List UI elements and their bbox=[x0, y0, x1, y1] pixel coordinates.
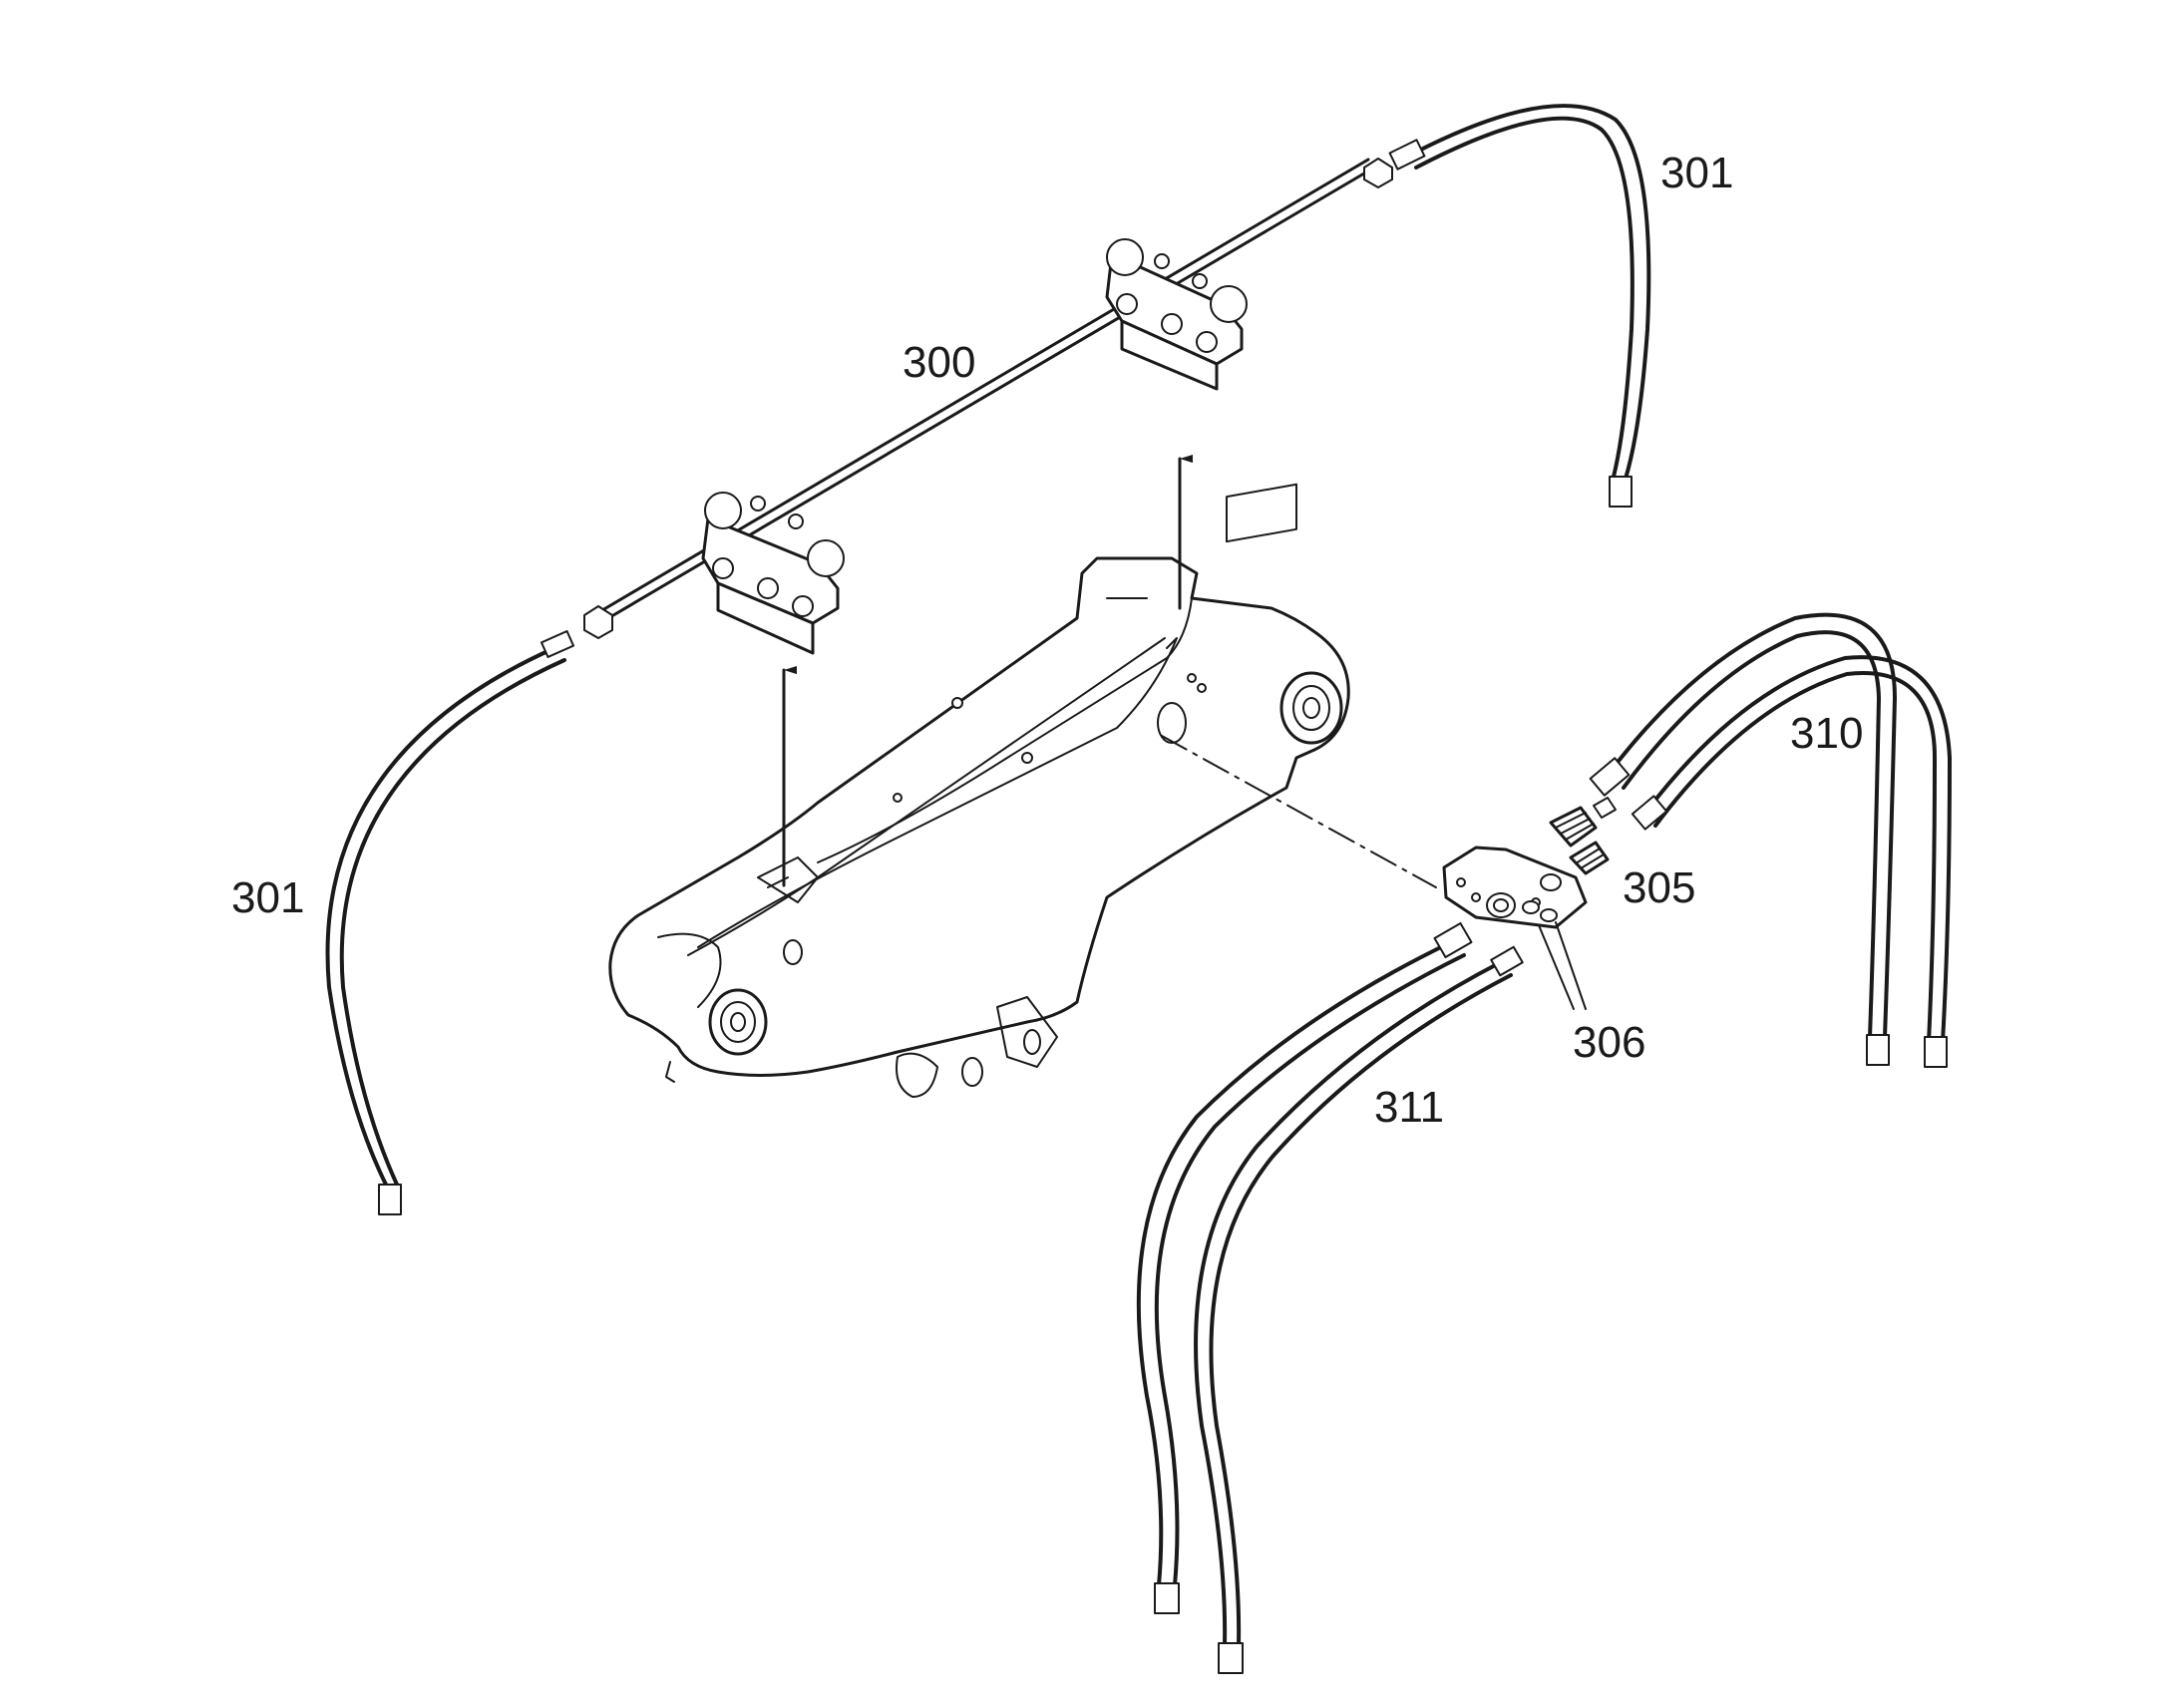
tube-clamp-left bbox=[701, 492, 845, 655]
callout-305: 305 bbox=[1623, 863, 1695, 912]
assembly-arrows bbox=[782, 459, 1180, 887]
callout-300: 300 bbox=[903, 338, 975, 387]
callout-311: 311 bbox=[1374, 1083, 1444, 1132]
manifold-plate bbox=[1442, 846, 1588, 929]
callout-301-right: 301 bbox=[1660, 149, 1733, 197]
fittings-305 bbox=[1549, 797, 1617, 875]
callout-301-left: 301 bbox=[231, 873, 304, 922]
boom-arm bbox=[608, 483, 1350, 1098]
seals-306 bbox=[1522, 900, 1587, 1010]
tube-assembly-300 bbox=[583, 158, 1393, 655]
hose-pair-310 bbox=[1589, 612, 1952, 1068]
hose-301-right bbox=[1388, 104, 1651, 508]
tube-clamp-right bbox=[1105, 238, 1248, 391]
callout-306: 306 bbox=[1573, 1018, 1645, 1067]
hose-301-left bbox=[325, 629, 575, 1215]
centerline bbox=[1161, 735, 1437, 888]
hose-pair-311 bbox=[1136, 921, 1524, 1674]
callout-310: 310 bbox=[1790, 709, 1863, 758]
